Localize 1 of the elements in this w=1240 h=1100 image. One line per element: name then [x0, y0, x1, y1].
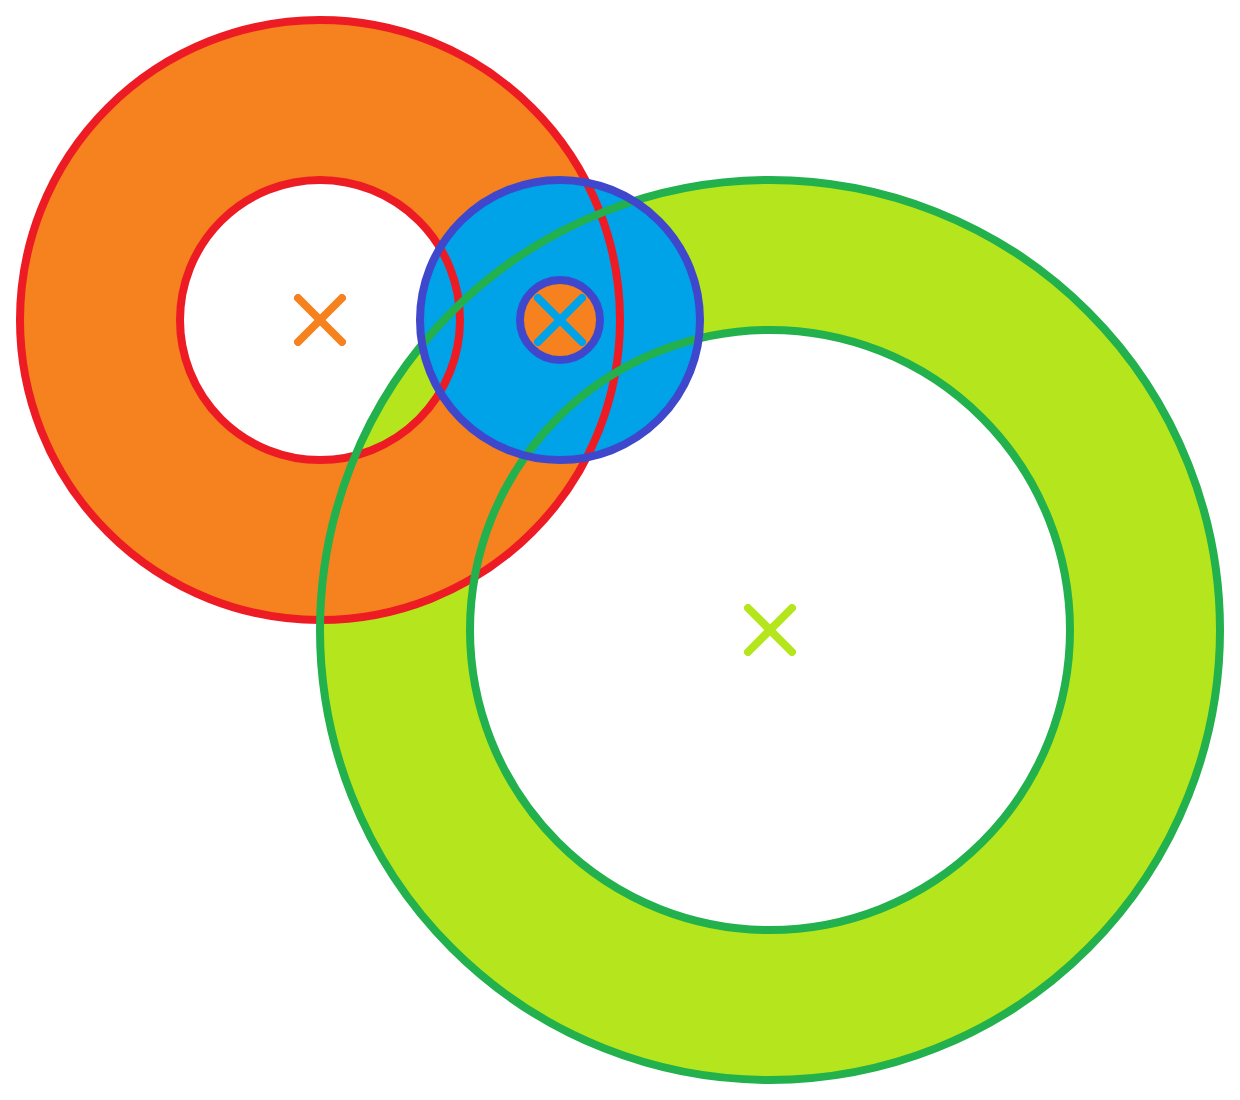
- ring: [414, 174, 706, 466]
